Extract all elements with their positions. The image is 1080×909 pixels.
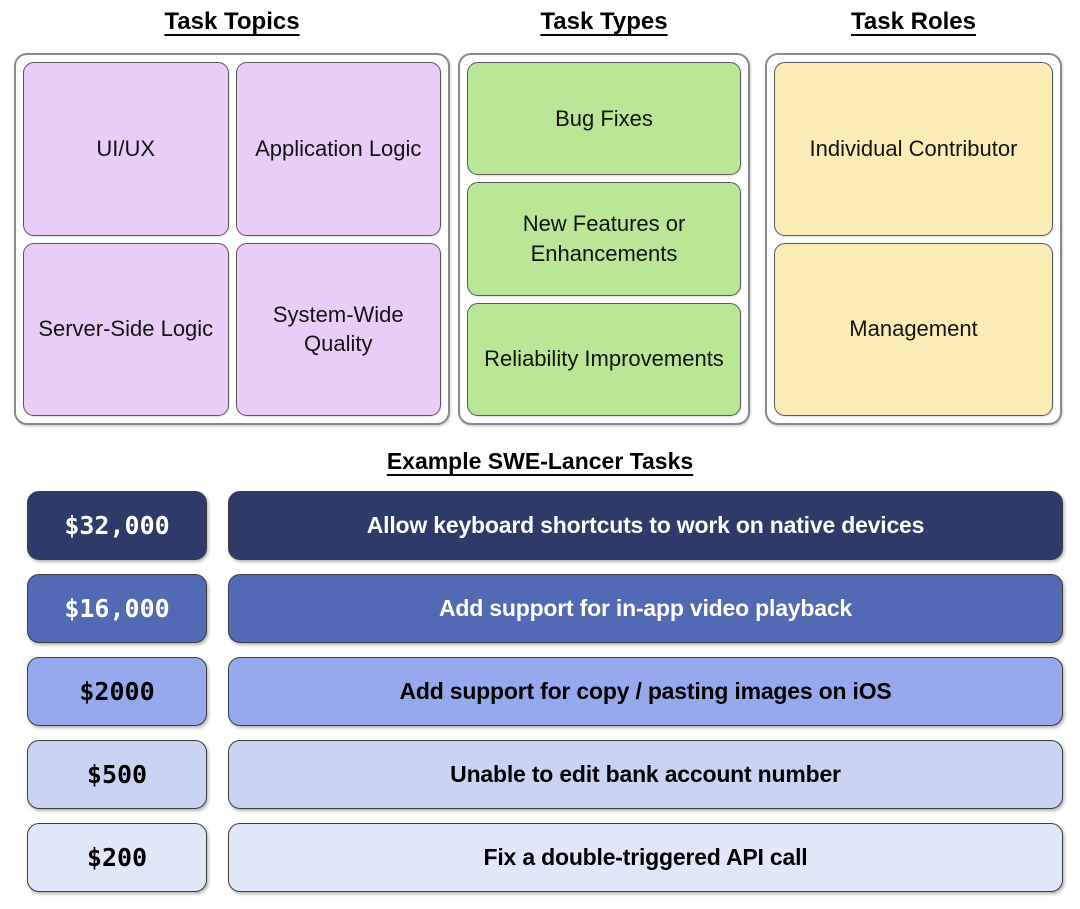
example-task-list: $32,000 Allow keyboard shortcuts to work… xyxy=(27,491,1063,906)
task-topics-group: UI/UX Application Logic Server-Side Logi… xyxy=(14,53,450,425)
price-badge: $16,000 xyxy=(27,574,207,643)
task-bar: Add support for in-app video playback xyxy=(228,574,1063,643)
price-badge: $32,000 xyxy=(27,491,207,560)
task-bar: Allow keyboard shortcuts to work on nati… xyxy=(228,491,1063,560)
topic-box: UI/UX xyxy=(23,62,229,236)
task-types-list: Bug Fixes New Features or Enhancements R… xyxy=(467,62,741,416)
price-badge: $200 xyxy=(27,823,207,892)
price-badge: $2000 xyxy=(27,657,207,726)
topic-box: Server-Side Logic xyxy=(23,242,229,416)
task-types-title: Task Types xyxy=(540,8,668,35)
type-box: Reliability Improvements xyxy=(467,302,741,416)
example-task-row: $32,000 Allow keyboard shortcuts to work… xyxy=(27,491,1063,560)
topic-box: System-Wide Quality xyxy=(235,242,441,416)
task-roles-group: Individual Contributor Management xyxy=(765,53,1062,425)
example-task-row: $500 Unable to edit bank account number xyxy=(27,740,1063,809)
type-box: Bug Fixes xyxy=(467,62,741,176)
topic-box: Application Logic xyxy=(235,62,441,236)
price-badge: $500 xyxy=(27,740,207,809)
role-box: Individual Contributor xyxy=(774,62,1053,236)
task-roles-list: Individual Contributor Management xyxy=(774,62,1053,416)
task-types-group: Bug Fixes New Features or Enhancements R… xyxy=(458,53,750,425)
examples-section-title: Example SWE-Lancer Tasks xyxy=(386,448,694,474)
role-box: Management xyxy=(774,242,1053,416)
example-task-row: $2000 Add support for copy / pasting ima… xyxy=(27,657,1063,726)
task-bar: Unable to edit bank account number xyxy=(228,740,1063,809)
example-task-row: $16,000 Add support for in-app video pla… xyxy=(27,574,1063,643)
type-box: New Features or Enhancements xyxy=(467,182,741,296)
task-bar: Fix a double-triggered API call xyxy=(228,823,1063,892)
task-roles-title: Task Roles xyxy=(851,8,976,35)
example-task-row: $200 Fix a double-triggered API call xyxy=(27,823,1063,892)
task-topics-title: Task Topics xyxy=(164,8,300,35)
task-topics-grid: UI/UX Application Logic Server-Side Logi… xyxy=(23,62,441,416)
task-bar: Add support for copy / pasting images on… xyxy=(228,657,1063,726)
